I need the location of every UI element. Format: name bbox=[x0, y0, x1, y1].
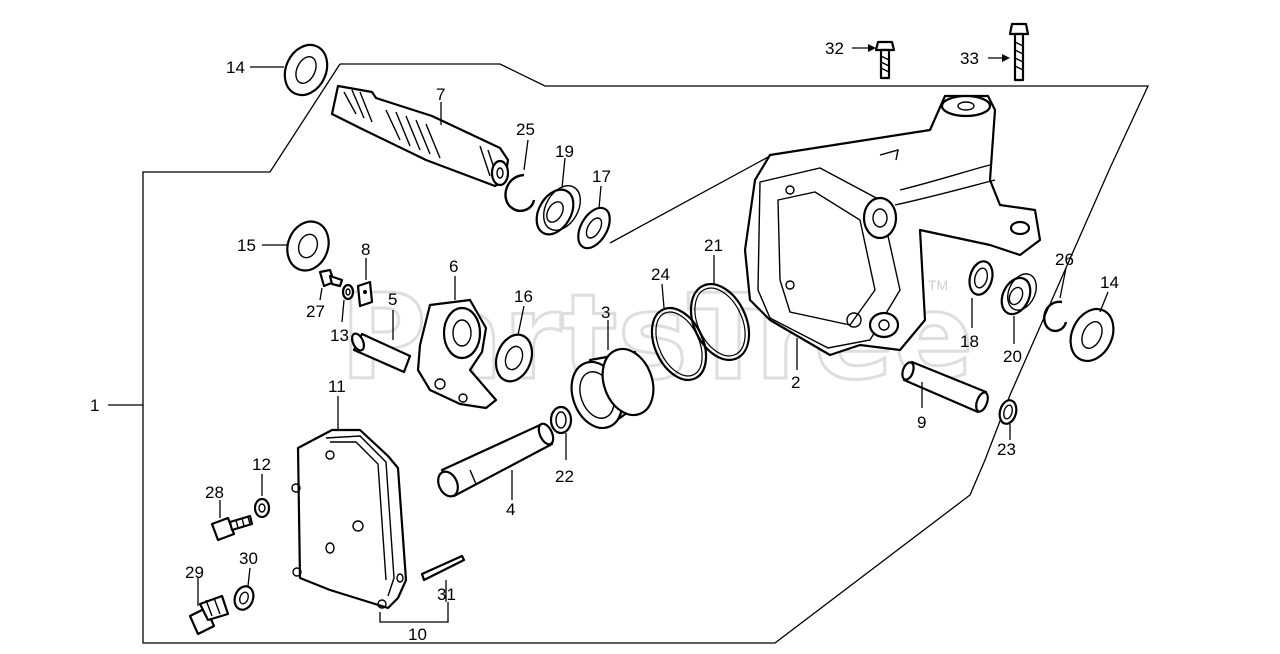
callout-5: 5 bbox=[388, 290, 397, 309]
part-circlip-25 bbox=[504, 139, 536, 212]
callout-32: 32 bbox=[825, 39, 844, 58]
callout-23: 23 bbox=[997, 440, 1016, 459]
part-bolt-28 bbox=[210, 500, 254, 542]
part-cover-11 bbox=[291, 396, 449, 623]
watermark-tm: TM bbox=[928, 277, 948, 293]
part-pin-4 bbox=[437, 422, 555, 500]
callout-31: 31 bbox=[437, 585, 456, 604]
assembly-boundary bbox=[142, 63, 1150, 644]
part-pin-31 bbox=[420, 554, 466, 602]
part-plate-8 bbox=[356, 258, 374, 308]
callout-15: 15 bbox=[237, 236, 256, 255]
callout-3: 3 bbox=[601, 303, 610, 322]
callout-6: 6 bbox=[449, 257, 458, 276]
callout-16: 16 bbox=[514, 287, 533, 306]
callout-4: 4 bbox=[506, 500, 515, 519]
part-bearing-19 bbox=[535, 157, 582, 236]
part-ring-24 bbox=[650, 283, 708, 382]
callout-1: 1 bbox=[90, 396, 99, 415]
part-housing-2 bbox=[743, 94, 1042, 370]
part-washer-15 bbox=[262, 220, 330, 272]
callout-29: 29 bbox=[185, 563, 204, 582]
part-pin-5 bbox=[350, 310, 412, 374]
part-bearing-20 bbox=[1000, 273, 1037, 344]
callout-24: 24 bbox=[651, 265, 670, 284]
callout-30: 30 bbox=[239, 549, 258, 568]
callout-11: 11 bbox=[328, 377, 346, 396]
callout-19: 19 bbox=[555, 142, 574, 161]
part-washer-14-left bbox=[250, 43, 329, 97]
callout-7: 7 bbox=[436, 85, 445, 104]
part-shaft-7 bbox=[330, 84, 510, 188]
part-piston-3 bbox=[570, 320, 655, 430]
callout-14-right: 14 bbox=[1100, 273, 1119, 292]
part-seal-18 bbox=[968, 260, 994, 328]
part-washer-17 bbox=[577, 185, 611, 250]
callout-9: 9 bbox=[917, 413, 926, 432]
part-washer-30 bbox=[233, 567, 255, 611]
callout-22: 22 bbox=[555, 467, 574, 486]
callout-2: 2 bbox=[791, 373, 800, 392]
callout-8: 8 bbox=[361, 240, 370, 259]
part-screw-27 bbox=[318, 268, 344, 301]
callout-12: 12 bbox=[252, 455, 271, 474]
callout-labels: 1 2 3 4 5 6 7 8 9 10 11 12 13 14 14 15 1… bbox=[90, 39, 1119, 644]
callout-21: 21 bbox=[704, 236, 723, 255]
leader-17-housing bbox=[609, 155, 771, 244]
part-circlip-26 bbox=[1043, 267, 1068, 333]
callout-27: 27 bbox=[306, 302, 325, 321]
callout-25: 25 bbox=[516, 120, 535, 139]
callout-13: 13 bbox=[330, 326, 349, 345]
part-bolt-32 bbox=[852, 40, 896, 80]
callout-33: 33 bbox=[960, 49, 979, 68]
part-plug-29 bbox=[188, 578, 230, 636]
part-washer-14-right bbox=[1069, 291, 1115, 362]
callout-20: 20 bbox=[1003, 347, 1022, 366]
callout-18: 18 bbox=[960, 332, 979, 351]
callout-28: 28 bbox=[205, 483, 224, 502]
part-washer-12 bbox=[253, 474, 271, 519]
part-lever-6 bbox=[416, 276, 498, 410]
part-ring-23 bbox=[998, 399, 1018, 440]
part-ring-22 bbox=[549, 405, 573, 460]
callout-26: 26 bbox=[1055, 250, 1074, 269]
part-washer-13 bbox=[341, 283, 355, 323]
callout-10: 10 bbox=[408, 625, 427, 644]
part-bolt-33 bbox=[988, 22, 1030, 82]
callout-14-left: 14 bbox=[226, 58, 245, 77]
part-washer-16 bbox=[494, 305, 534, 383]
callout-17: 17 bbox=[592, 167, 611, 186]
part-pin-9 bbox=[901, 360, 989, 414]
